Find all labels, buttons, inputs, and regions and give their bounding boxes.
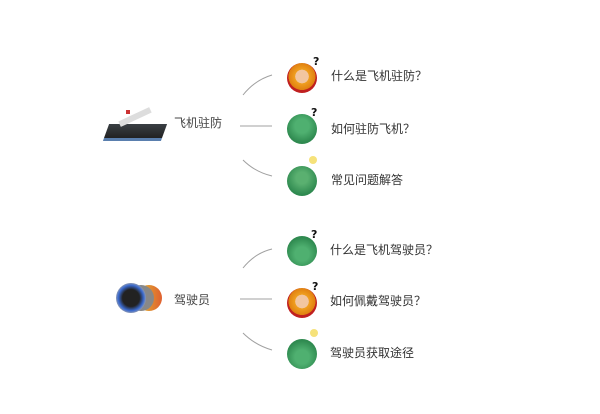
question-mark-icon: ? (311, 228, 318, 241)
question-mark-icon: ? (313, 55, 320, 68)
root-node-pilot[interactable]: 驾驶员 (100, 275, 250, 325)
lightbulb-icon (309, 156, 317, 164)
lightbulb-icon (310, 329, 318, 337)
green-robot-statue-icon (287, 166, 317, 196)
blonde-pilot-avatar-icon (287, 63, 317, 93)
green-helmet-soldier-icon (287, 339, 317, 369)
child-label: 什么是飞机驻防？ (331, 69, 428, 83)
root-label: 飞机驻防 (174, 116, 223, 130)
question-mark-icon: ? (312, 280, 319, 293)
green-helmet-soldier-icon (287, 236, 317, 266)
question-mark-icon: ? (311, 106, 318, 119)
pilot-helmet-badges-icon (116, 283, 162, 313)
child-label: 如何驻防飞机？ (331, 122, 416, 136)
child-label: 什么是飞机驾驶员？ (330, 243, 439, 257)
green-soldier-statue-icon (287, 114, 317, 144)
blonde-pilot-avatar-icon (287, 288, 317, 318)
child-label: 常见问题解答 (331, 173, 404, 187)
root-label: 驾驶员 (174, 293, 211, 307)
x-wing-aircraft-icon (102, 107, 168, 141)
root-node-aircraft-garrison[interactable]: 飞机驻防 (100, 98, 250, 148)
child-label: 驾驶员获取途径 (330, 346, 415, 360)
child-label: 如何佩戴驾驶员？ (330, 294, 427, 308)
